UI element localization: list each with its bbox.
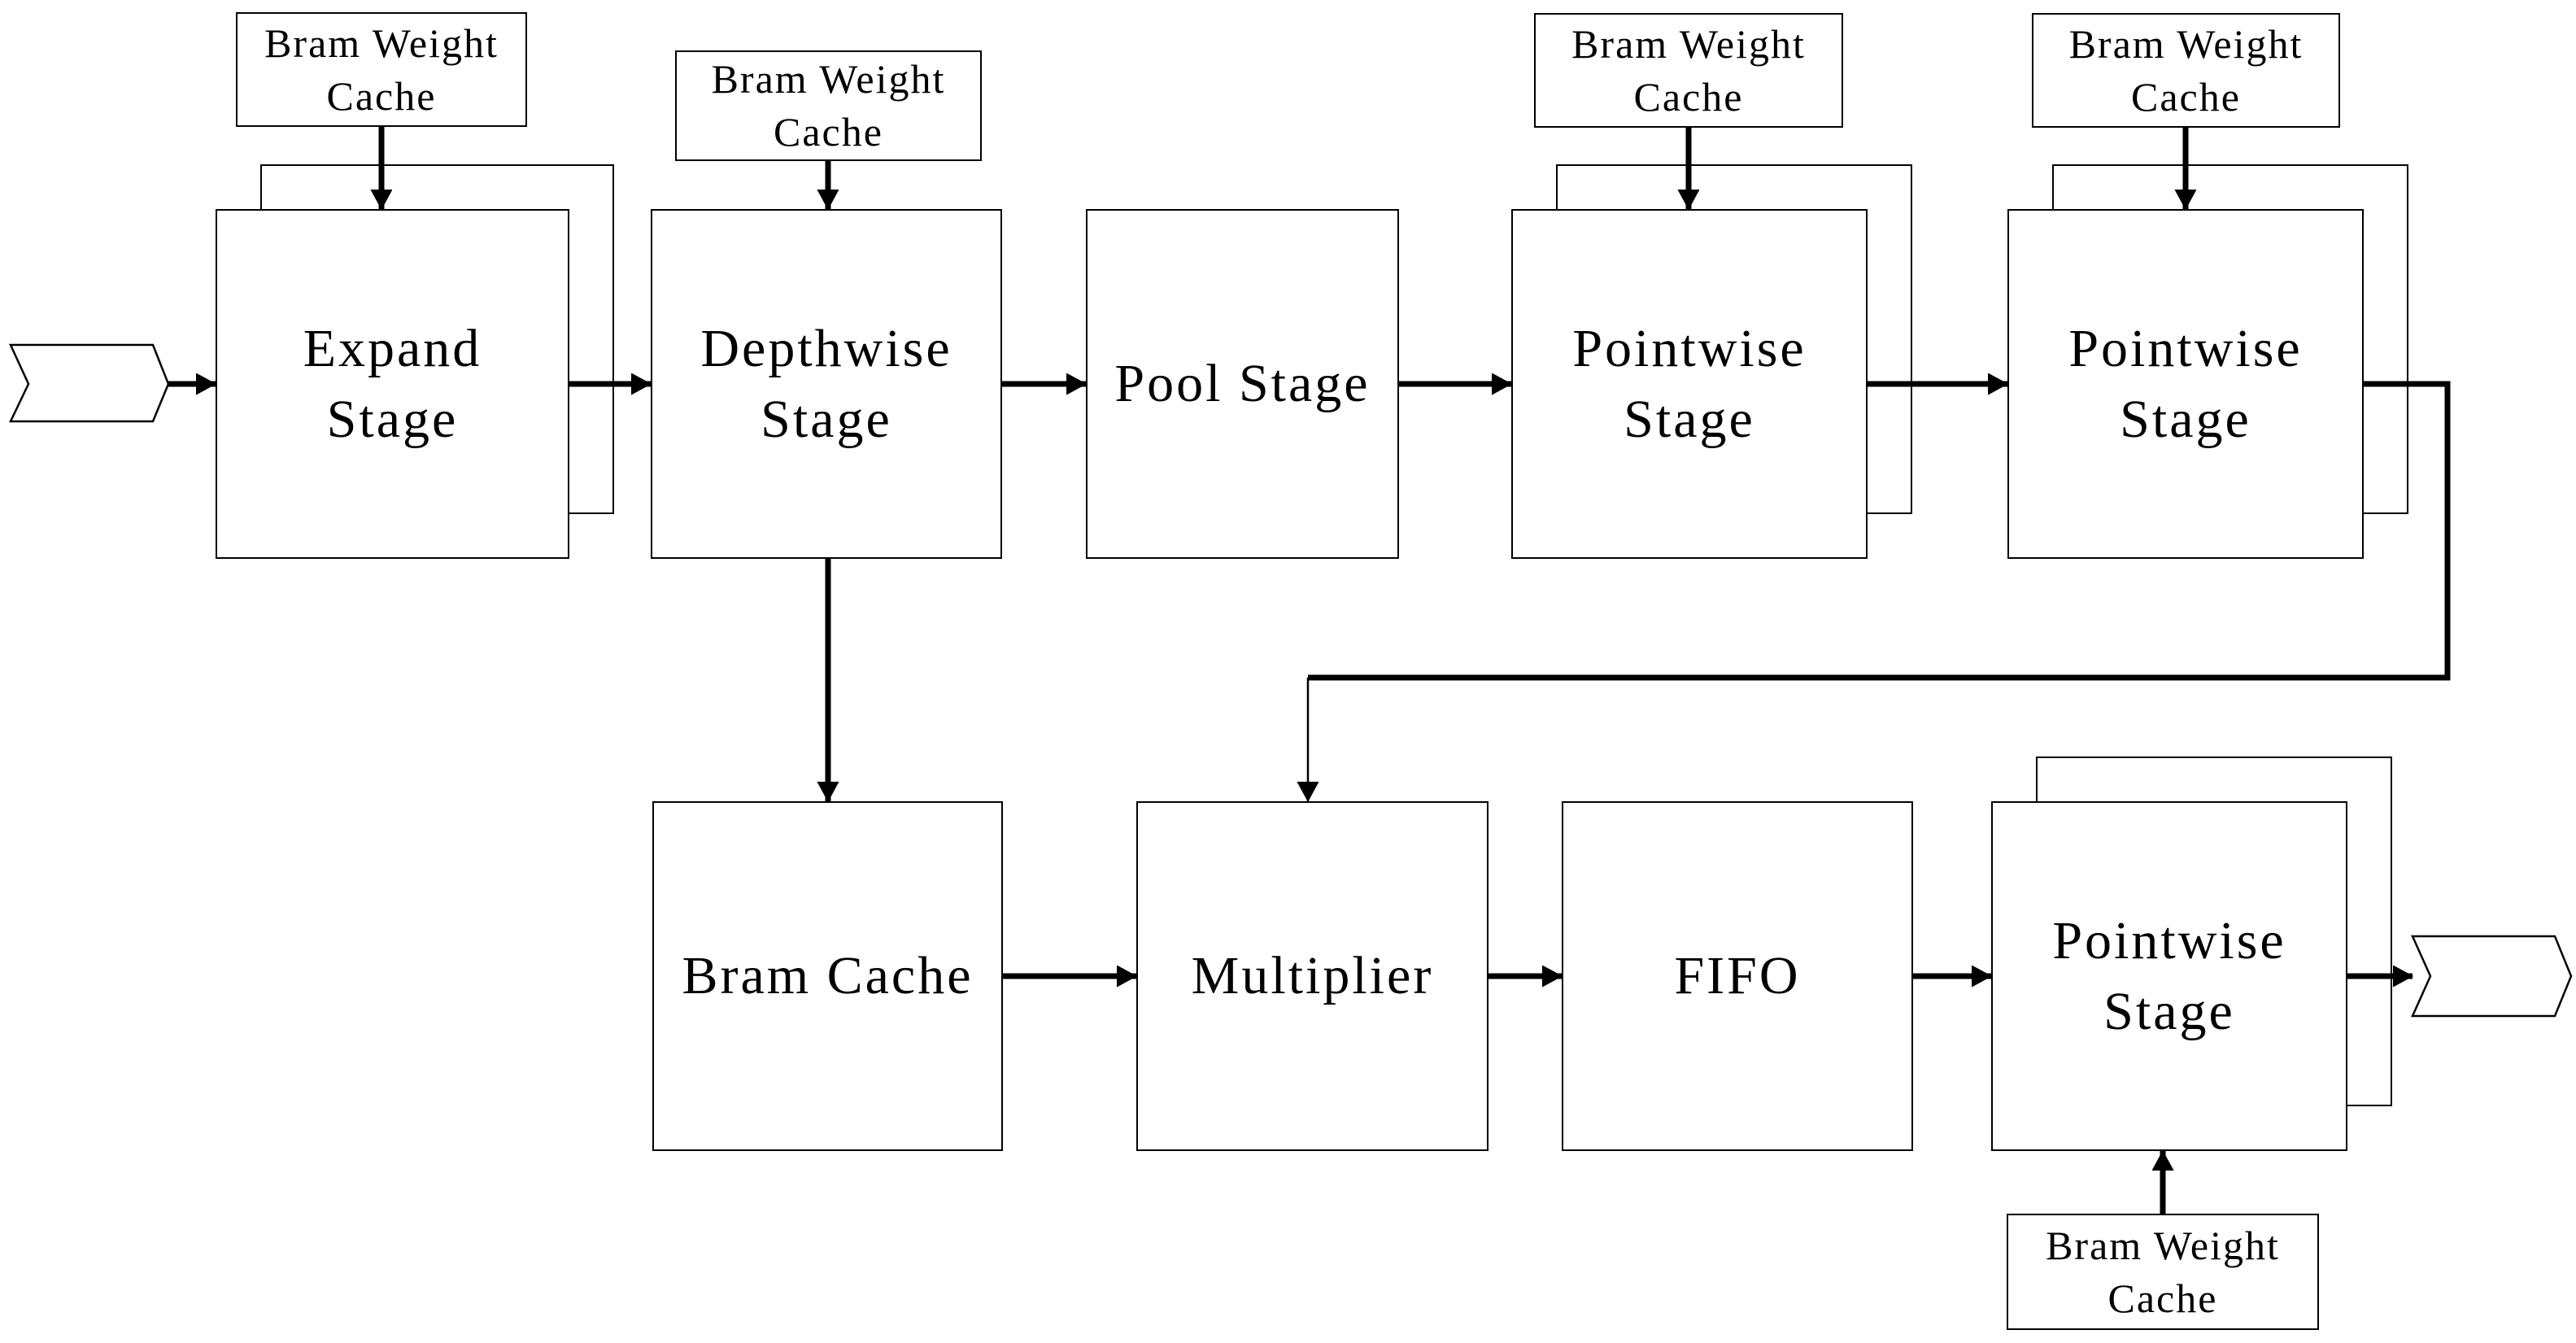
node-label: Expand Stage: [303, 318, 482, 449]
node-pool-stage: Pool Stage: [1086, 209, 1399, 559]
node-pointwise-stage-3: Pointwise Stage: [1991, 801, 2347, 1151]
node-label: FIFO: [1674, 946, 1801, 1006]
input-flag-icon: [9, 343, 170, 423]
node-label: Multiplier: [1191, 946, 1434, 1006]
node-label: Pool Stage: [1114, 354, 1371, 414]
bram-weight-cache-label: Bram Weight Cache: [2068, 20, 2304, 120]
node-multiplier: Multiplier: [1136, 801, 1489, 1151]
bram-weight-cache-pointwise1: Bram Weight Cache: [1534, 13, 1843, 128]
node-label: Pointwise Stage: [1572, 318, 1807, 449]
node-label: Pointwise Stage: [2068, 318, 2303, 449]
node-label: Bram Cache: [682, 946, 974, 1006]
node-expand-stage: Expand Stage: [216, 209, 569, 559]
bram-weight-cache-expand: Bram Weight Cache: [236, 12, 527, 127]
bram-weight-cache-pointwise2: Bram Weight Cache: [2032, 13, 2340, 128]
bram-weight-cache-label: Bram Weight Cache: [2046, 1222, 2280, 1321]
bram-weight-cache-label: Bram Weight Cache: [711, 56, 946, 155]
node-label: Depthwise Stage: [700, 318, 952, 449]
node-pointwise-stage-1: Pointwise Stage: [1511, 209, 1868, 559]
bram-weight-cache-pointwise3: Bram Weight Cache: [2007, 1214, 2319, 1330]
output-flag-icon: [2411, 935, 2573, 1018]
node-depthwise-stage: Depthwise Stage: [651, 209, 1002, 559]
bram-weight-cache-label: Bram Weight Cache: [1571, 20, 1806, 120]
node-bram-cache: Bram Cache: [652, 801, 1003, 1151]
node-label: Pointwise Stage: [2052, 910, 2286, 1041]
bram-weight-cache-depthwise: Bram Weight Cache: [675, 50, 982, 161]
bram-weight-cache-label: Bram Weight Cache: [264, 20, 499, 119]
node-pointwise-stage-2: Pointwise Stage: [2007, 209, 2364, 559]
node-fifo: FIFO: [1562, 801, 1913, 1151]
